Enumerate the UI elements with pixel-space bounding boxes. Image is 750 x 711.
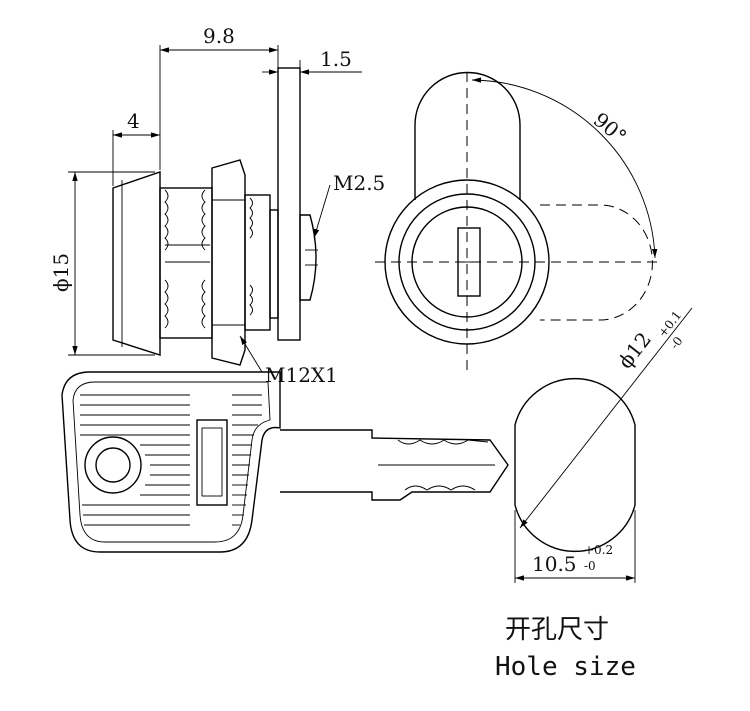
label-m2-5: M2.5 [333, 171, 385, 195]
dim-9-8: 9.8 [203, 24, 235, 48]
dim-10-5: 10.5 [532, 552, 577, 576]
dim-phi12: ϕ12 [613, 327, 656, 373]
hole-outline [514, 378, 636, 552]
dim-phi15: ϕ15 [49, 253, 73, 292]
threads-left [164, 189, 210, 329]
dim-10-5-tol-lower: -0 [584, 559, 596, 573]
front-view: 90° [375, 71, 660, 370]
key [61, 371, 509, 553]
hole-size-view: ϕ12 +0.1 -0 10.5 +0.2 -0 开孔尺寸 Hole size [495, 307, 693, 682]
caption-english: Hole size [495, 652, 636, 682]
dim-10-5-tol-upper: +0.2 [584, 543, 613, 557]
thread-body-right [244, 194, 271, 331]
screw-head [299, 214, 317, 301]
label-m12x1: M12X1 [265, 363, 338, 387]
dim-4: 4 [127, 109, 140, 133]
hex-nut [211, 159, 246, 366]
knob-cap [112, 171, 161, 356]
dim-90-degrees: 90° [589, 107, 632, 148]
key-ring-hole [84, 436, 142, 494]
washer [269, 209, 279, 319]
side-dimensions: 9.8 1.5 4 ϕ15 M2.5 M12X1 [49, 24, 385, 387]
key-grip-lines [80, 394, 262, 526]
caption-chinese: 开孔尺寸 [505, 615, 609, 645]
cam-plate [277, 67, 301, 341]
key-blade [280, 429, 509, 501]
dim-1-5: 1.5 [320, 47, 352, 71]
side-view [112, 67, 318, 366]
